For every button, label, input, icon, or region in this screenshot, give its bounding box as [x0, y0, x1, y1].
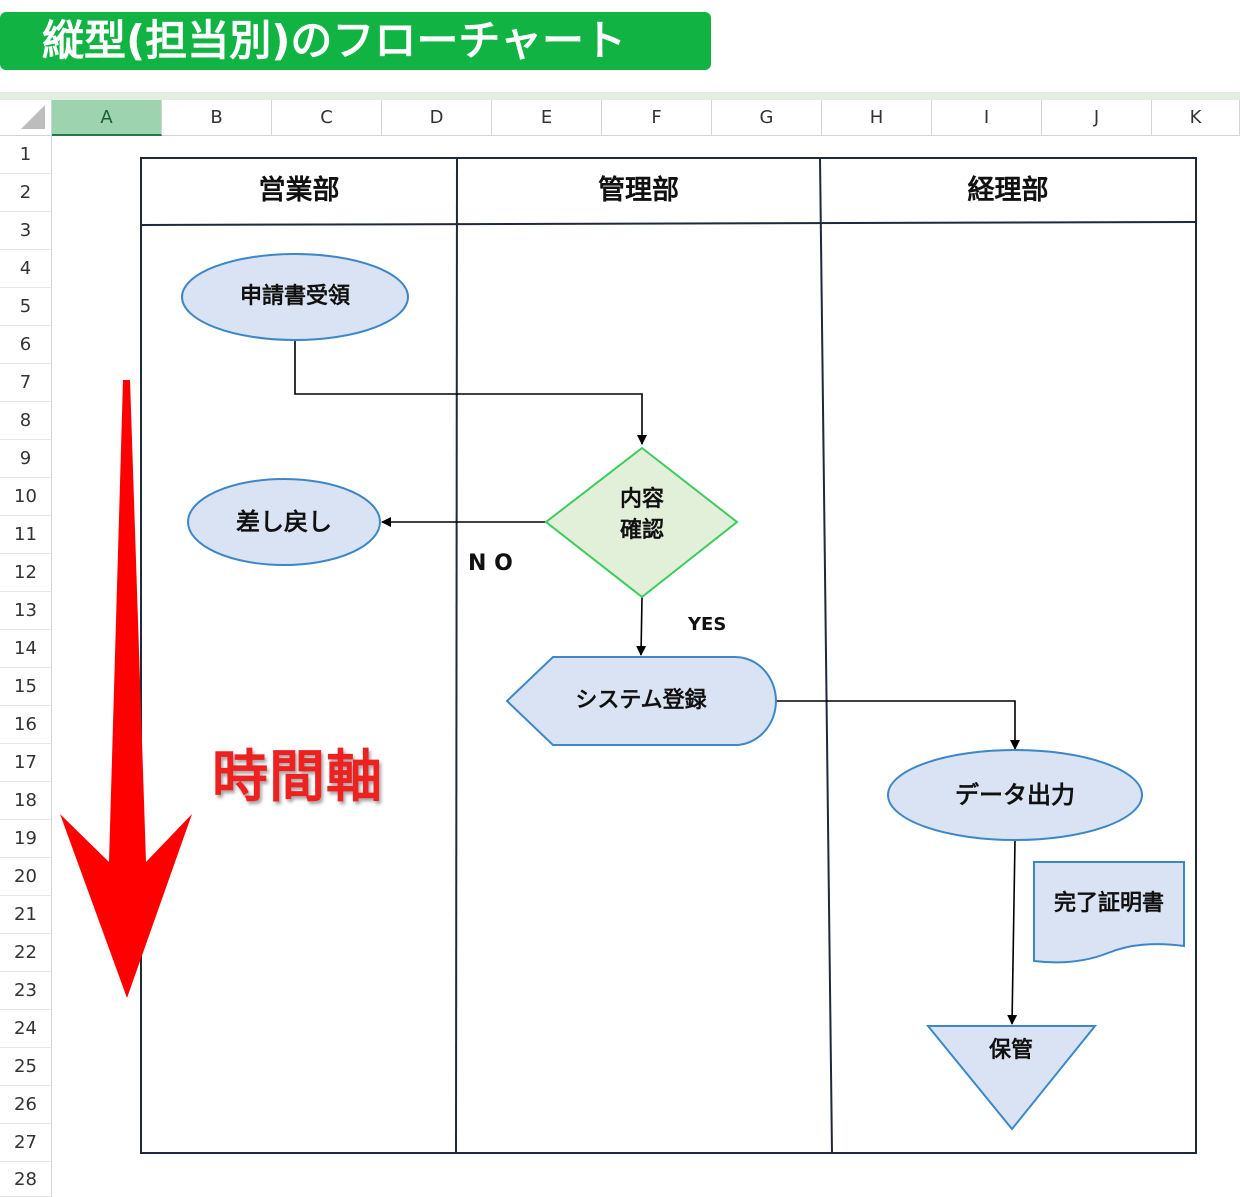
row-header-2[interactable]: 2 [0, 174, 52, 212]
decision-diamond[interactable] [544, 446, 739, 599]
row-header-7[interactable]: 7 [0, 364, 52, 402]
lane-divider-1 [455, 157, 458, 1154]
row-header-21[interactable]: 21 [0, 896, 52, 934]
row-header-26[interactable]: 26 [0, 1086, 52, 1124]
page-title: 縦型(担当別)のフローチャート [42, 16, 626, 65]
row-header-11[interactable]: 11 [0, 516, 52, 554]
row-header-24[interactable]: 24 [0, 1010, 52, 1048]
no-branch-label: N O [468, 551, 513, 576]
column-header-e[interactable]: E [492, 100, 602, 136]
column-header-g[interactable]: G [712, 100, 822, 136]
row-header-17[interactable]: 17 [0, 744, 52, 782]
column-header-h[interactable]: H [822, 100, 932, 136]
lane-header-divider [140, 221, 1197, 226]
row-header-25[interactable]: 25 [0, 1048, 52, 1086]
document-label: 完了証明書 [1053, 891, 1164, 916]
column-header-d[interactable]: D [382, 100, 492, 136]
return-ellipse[interactable] [187, 478, 381, 566]
swimlane-frame [140, 157, 1197, 1154]
lane-title-accounting: 経理部 [967, 175, 1049, 206]
ribbon-edge [0, 92, 1240, 100]
storage-triangle[interactable] [925, 1025, 1098, 1131]
system-display-shape[interactable] [505, 656, 777, 746]
decision-label-line1: 内容 [619, 487, 664, 512]
row-header-20[interactable]: 20 [0, 858, 52, 896]
connector-system-to-output [776, 700, 1020, 750]
row-header-4[interactable]: 4 [0, 250, 52, 288]
column-header-f[interactable]: F [602, 100, 712, 136]
data-output-label: データ出力 [955, 781, 1075, 809]
row-header-1[interactable]: 1 [0, 136, 52, 174]
yes-branch-label: YES [688, 614, 727, 635]
select-all-corner[interactable] [0, 100, 52, 136]
lane-divider-2 [819, 157, 833, 1154]
lane-title-admin: 管理部 [598, 175, 679, 206]
row-header-27[interactable]: 27 [0, 1124, 52, 1162]
column-header-a[interactable]: A [52, 100, 162, 136]
row-header-9[interactable]: 9 [0, 440, 52, 478]
decision-label-line2: 確認 [619, 518, 664, 543]
row-header-8[interactable]: 8 [0, 402, 52, 440]
storage-label: 保管 [988, 1038, 1033, 1063]
row-header-19[interactable]: 19 [0, 820, 52, 858]
system-label: システム登録 [575, 688, 707, 713]
row-header-14[interactable]: 14 [0, 630, 52, 668]
row-header-5[interactable]: 5 [0, 288, 52, 326]
page-title-banner: 縦型(担当別)のフローチャート [0, 12, 711, 70]
row-header-16[interactable]: 16 [0, 706, 52, 744]
start-label: 申請書受領 [239, 284, 350, 309]
row-header-18[interactable]: 18 [0, 782, 52, 820]
select-all-triangle-icon [21, 105, 45, 129]
row-header-3[interactable]: 3 [0, 212, 52, 250]
row-header-22[interactable]: 22 [0, 934, 52, 972]
column-header-c[interactable]: C [272, 100, 382, 136]
row-header-6[interactable]: 6 [0, 326, 52, 364]
row-header-23[interactable]: 23 [0, 972, 52, 1010]
row-header-15[interactable]: 15 [0, 668, 52, 706]
time-axis-arrow [60, 380, 192, 998]
connector-output-to-storage [1007, 839, 1018, 1025]
lane-title-sales: 営業部 [258, 175, 340, 206]
document-shape[interactable] [1033, 861, 1185, 964]
row-header-10[interactable]: 10 [0, 478, 52, 516]
return-label: 差し戻し [236, 508, 332, 536]
row-header-13[interactable]: 13 [0, 592, 52, 630]
column-header-i[interactable]: I [932, 100, 1042, 136]
start-ellipse[interactable] [181, 253, 409, 341]
row-header-12[interactable]: 12 [0, 554, 52, 592]
column-header-j[interactable]: J [1042, 100, 1152, 136]
time-axis-label: 時間軸 [212, 745, 383, 810]
column-header-b[interactable]: B [162, 100, 272, 136]
connector-decision-to-system [636, 596, 647, 656]
connector-start-to-decision [294, 340, 647, 445]
data-output-ellipse[interactable] [887, 749, 1143, 841]
